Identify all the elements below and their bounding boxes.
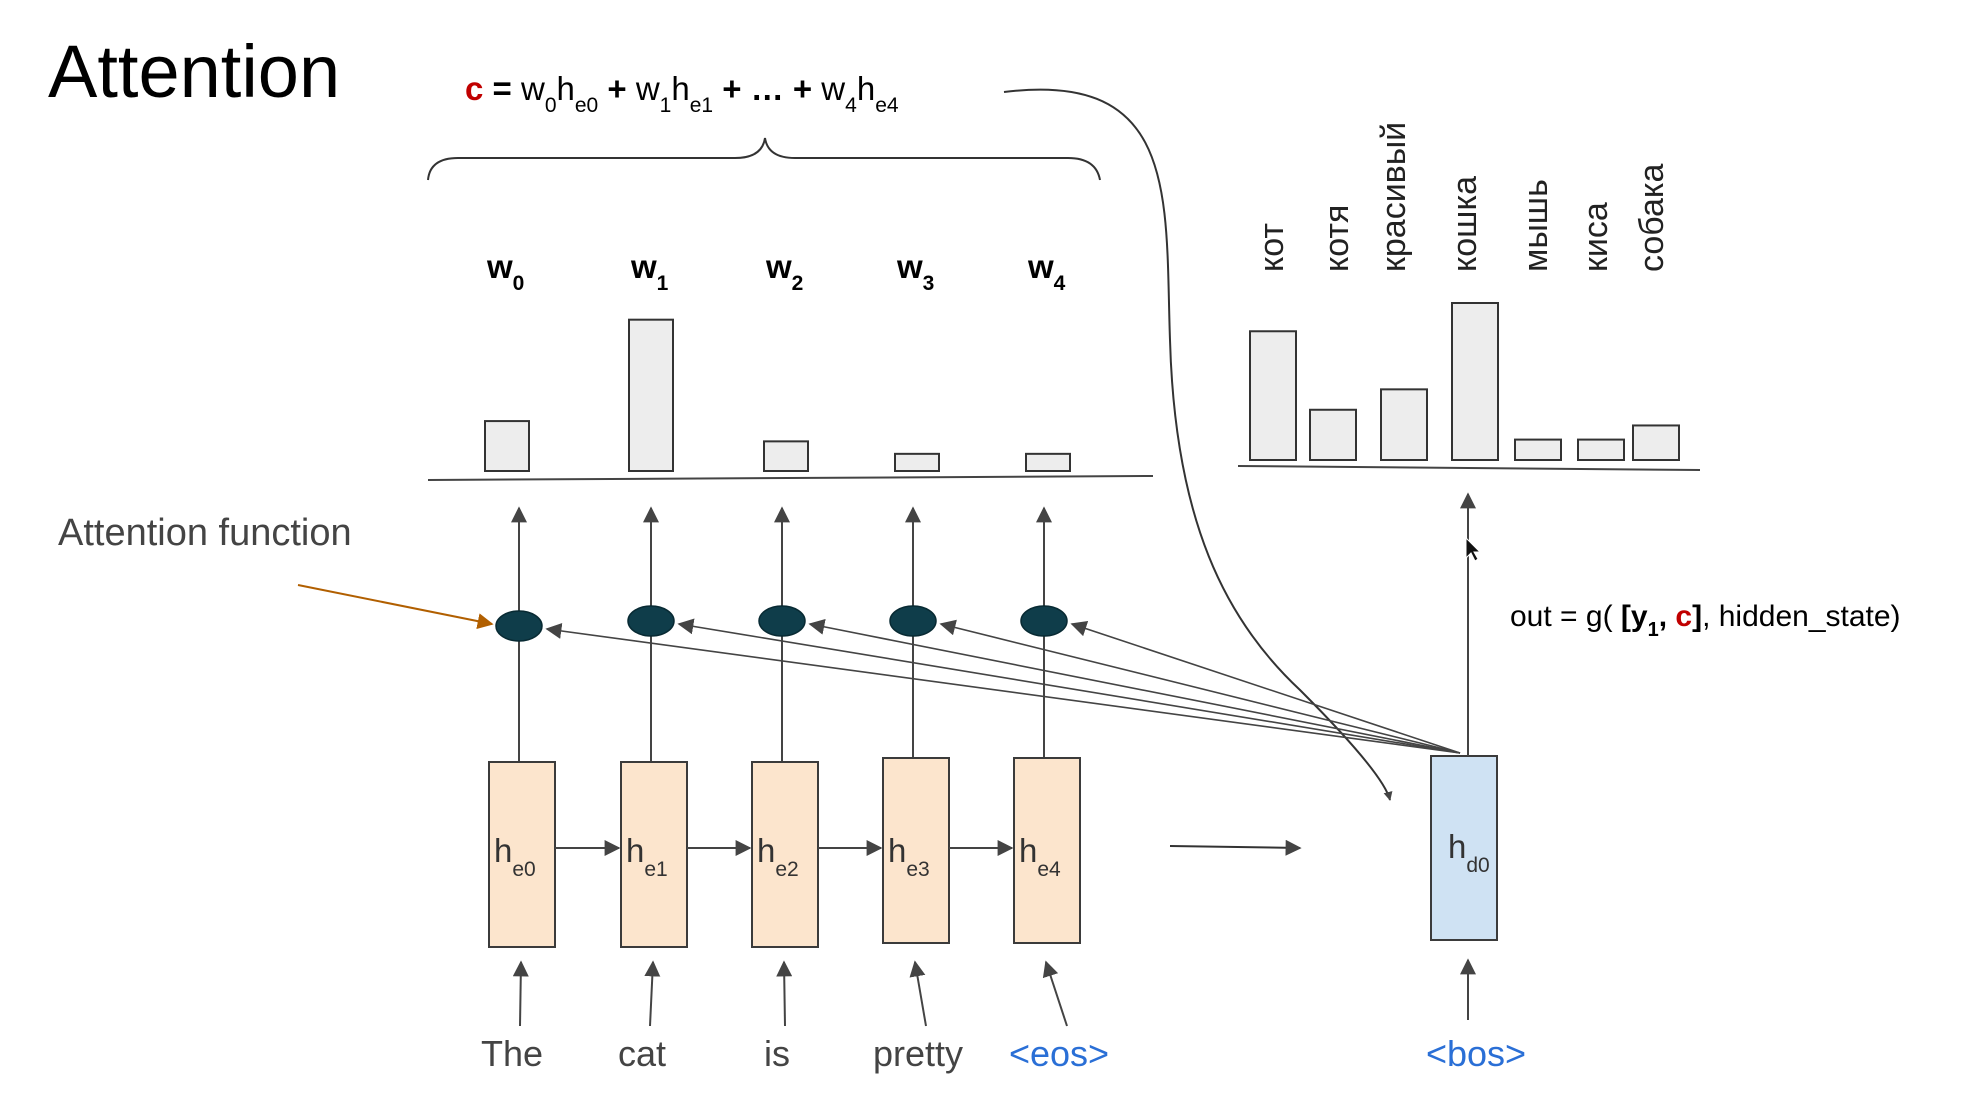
encoder-cell-label-2: he2 (757, 832, 799, 881)
attention-node-4 (1020, 605, 1068, 637)
weights-baseline (427, 475, 1154, 481)
encoder-cell-2 (751, 761, 819, 948)
attention-edges (545, 618, 1461, 754)
attention-pointer-arrow (297, 584, 494, 630)
context-formula: c = w0he0 + w1he1 + … + w4he4 (465, 70, 899, 117)
decoder-cell-label: hd0 (1448, 828, 1490, 877)
context-flow-arrow (1003, 88, 1393, 801)
vocab-label-4: мышь (1517, 179, 1555, 272)
attention-edge-4 (1070, 620, 1461, 754)
weight-bar-3 (894, 452, 940, 472)
vocab-label-2: красивый (1375, 122, 1413, 272)
input-arrow-2 (776, 960, 793, 1027)
encoder-to-decoder-arrow (1169, 839, 1302, 856)
output-formula: out = g( [y1, c], hidden_state) (1510, 600, 1901, 641)
input-arrow-0 (512, 960, 529, 1027)
encoder-cell-4 (1013, 757, 1081, 944)
encoder-cell-1 (620, 761, 688, 948)
weight-bar-1 (628, 318, 674, 472)
encoder-cell-label-3: he3 (888, 832, 930, 881)
vocab-bar-1 (1309, 408, 1357, 462)
vocab-label-0: кот (1253, 223, 1291, 272)
vocab-bar-5 (1577, 438, 1625, 461)
decoder-cell (1430, 755, 1498, 941)
attention-edge-1 (677, 618, 1461, 754)
formula-eq: = (483, 70, 521, 107)
attention-node-2 (758, 605, 806, 637)
vocab-bar-3 (1451, 302, 1499, 461)
vocab-label-6: собака (1633, 163, 1671, 272)
vocab-label-3: кошка (1446, 176, 1484, 272)
attention-function-label: Attention function (58, 512, 352, 554)
input-token-1: cat (618, 1033, 666, 1074)
weight-bar-2 (763, 440, 809, 472)
input-token-2: is (764, 1033, 790, 1074)
attention-edge-2 (808, 618, 1461, 754)
weight-label-3: w3 (896, 248, 934, 295)
attention-edge-3 (939, 619, 1461, 754)
vocab-baseline (1237, 465, 1701, 471)
weights-bar-chart: w0 w1 w2 w3 w4 (484, 248, 1071, 472)
vocab-bar-0 (1249, 330, 1297, 462)
vocab-bar-6 (1632, 424, 1680, 461)
input-token-3: pretty (873, 1033, 963, 1074)
vocab-label-1: котя (1318, 205, 1356, 272)
attention-node-3 (889, 605, 937, 637)
vocab-bar-2 (1380, 388, 1428, 462)
weight-label-4: w4 (1027, 248, 1066, 295)
mouse-cursor-icon (1465, 536, 1482, 562)
vocab-label-5: киса (1577, 202, 1615, 272)
input-arrow-1 (644, 960, 661, 1027)
attention-node-0 (495, 610, 543, 642)
decoder-input-token: <bos> (1426, 1033, 1526, 1074)
weight-label-2: w2 (765, 248, 803, 295)
vocab-bar-4 (1514, 438, 1562, 461)
attention-edge-0 (545, 623, 1461, 754)
encoder-cell-3 (882, 757, 950, 944)
formula-c: c (465, 70, 483, 107)
encoder-cell-label-1: he1 (626, 832, 668, 881)
input-token-4: <eos> (1009, 1033, 1109, 1074)
input-arrow-3 (909, 960, 927, 1027)
weight-bar-4 (1025, 452, 1071, 472)
encoder-cell-label-0: he0 (494, 832, 536, 881)
weight-label-0: w0 (486, 248, 524, 295)
weight-bar-0 (484, 420, 530, 472)
input-arrow-4 (1042, 960, 1068, 1027)
slide-title: Attention (48, 30, 340, 113)
attention-node-1 (627, 605, 675, 637)
input-token-0: The (481, 1033, 543, 1074)
weight-label-1: w1 (630, 248, 669, 295)
encoder-cell-label-4: he4 (1019, 832, 1061, 881)
encoder-cell-0 (488, 761, 556, 948)
formula-brace (427, 137, 1101, 181)
